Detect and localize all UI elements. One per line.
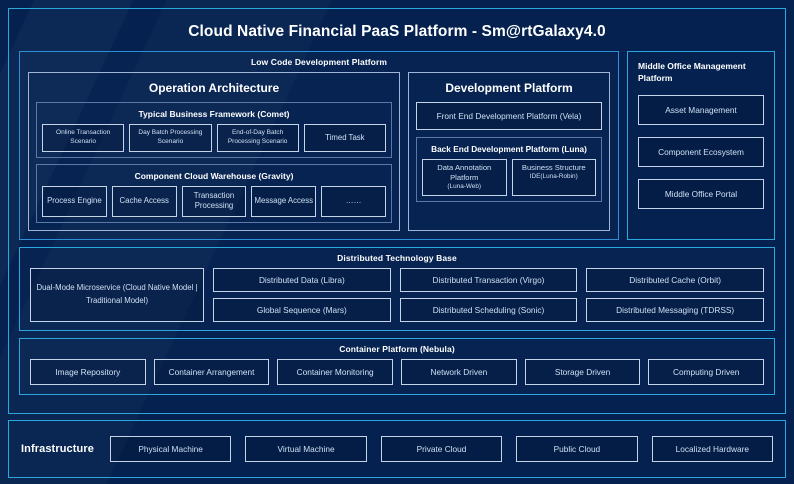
operation-architecture-title: Operation Architecture [148,81,280,95]
distributed-technology-base-header: Distributed Technology Base [337,252,457,263]
typical-business-framework-row: Online Transaction Scenario Day Batch Pr… [42,124,386,152]
front-end-development-platform[interactable]: Front End Development Platform (Vela) [416,102,602,130]
container-platform-header: Container Platform (Nebula) [339,343,455,354]
chip-business-structure-sub: IDE(Luna-Robin) [529,172,578,180]
low-code-platform-header: Low Code Development Platform [250,57,388,67]
cell-storage-driven[interactable]: Storage Driven [524,358,641,385]
infrastructure-item-list: Physical Machine Virtual Machine Private… [109,436,774,462]
distributed-technology-base-body: Dual-Mode Microservice (Cloud Native Mod… [20,267,774,330]
cell-private-cloud[interactable]: Private Cloud [380,436,503,462]
back-end-development-platform-title: Back End Development Platform (Luna) [431,144,587,154]
development-platform-title: Development Platform [445,81,573,95]
cell-distributed-messaging[interactable]: Distributed Messaging (TDRSS) [586,297,765,322]
tech-column-2: Distributed Transaction (Virgo) Distribu… [399,267,578,322]
middle-office-management-title: Middle Office Management Platform [638,61,746,84]
chip-cache-access[interactable]: Cache Access [111,185,177,217]
operation-architecture-panel: Operation Architecture Typical Business … [28,72,400,231]
cell-localized-hardware[interactable]: Localized Hardware [651,436,774,462]
chip-process-engine[interactable]: Process Engine [42,185,107,217]
cell-physical-machine[interactable]: Physical Machine [109,436,232,462]
distributed-technology-base-panel: Distributed Technology Base Dual-Mode Mi… [19,246,775,331]
chip-transaction-processing[interactable]: Transaction Processing [181,185,247,217]
chip-end-of-day-batch-processing-scenario[interactable]: End-of-Day Batch Processing Scenario [216,124,299,152]
middle-office-item-middle-office-portal[interactable]: Middle Office Portal [638,178,764,209]
platform-frame: Cloud Native Financial PaaS Platform - S… [8,8,786,414]
chip-online-transaction-scenario[interactable]: Online Transaction Scenario [42,124,125,152]
chip-data-annotation-platform-label: Data Annotation Platform [437,163,492,182]
cell-distributed-cache[interactable]: Distributed Cache (Orbit) [586,267,765,292]
container-platform-panel: Container Platform (Nebula) Image Reposi… [19,337,775,395]
cell-container-arrangement[interactable]: Container Arrangement [153,358,270,385]
low-code-body: Operation Architecture Typical Business … [20,72,618,239]
dual-mode-microservice-cell[interactable]: Dual-Mode Microservice (Cloud Native Mod… [30,267,204,322]
cell-global-sequence[interactable]: Global Sequence (Mars) [213,297,391,322]
chip-timed-task[interactable]: Timed Task [303,124,386,152]
chip-message-access[interactable]: Message Access [251,185,317,217]
chip-business-structure-label: Business Structure [521,163,586,172]
component-cloud-warehouse-title: Component Cloud Warehouse (Gravity) [134,170,294,181]
cell-public-cloud[interactable]: Public Cloud [516,436,638,462]
development-platform-panel: Development Platform Front End Developme… [408,72,610,231]
typical-business-framework-title: Typical Business Framework (Comet) [138,109,290,119]
typical-business-framework-group: Typical Business Framework (Comet) Onlin… [36,102,392,158]
cell-distributed-transaction[interactable]: Distributed Transaction (Virgo) [399,267,578,292]
cell-network-driven[interactable]: Network Driven [401,358,517,385]
middle-office-item-asset-management[interactable]: Asset Management [638,94,764,125]
container-platform-body: Image Repository Container Arrangement C… [20,358,774,394]
infrastructure-label: Infrastructure [21,443,94,455]
back-end-items-row: Data Annotation Platform (Luna-Web) Busi… [422,159,596,197]
cell-distributed-data[interactable]: Distributed Data (Libra) [213,267,391,292]
chip-day-batch-processing-scenario[interactable]: Day Batch Processing Scenario [129,124,212,152]
cell-virtual-machine[interactable]: Virtual Machine [245,436,367,462]
back-end-development-platform-group: Back End Development Platform (Luna) Dat… [416,137,602,203]
component-cloud-warehouse-group: Component Cloud Warehouse (Gravity) Proc… [36,163,392,223]
middle-office-management-panel: Middle Office Management Platform Asset … [627,51,775,240]
cell-container-monitoring[interactable]: Container Monitoring [277,358,394,385]
cell-computing-driven[interactable]: Computing Driven [648,358,765,385]
page-title: Cloud Native Financial PaaS Platform - S… [188,23,606,40]
middle-office-item-list: Asset Management Component Ecosystem Mid… [638,94,764,209]
tech-column-3: Distributed Cache (Orbit) Distributed Me… [586,267,765,322]
upper-row: Low Code Development Platform Operation … [19,51,775,240]
component-cloud-warehouse-row: Process Engine Cache Access Transaction … [42,185,386,217]
chip-data-annotation-platform-sub: (Luna-Web) [447,182,482,190]
chip-business-structure-ide[interactable]: Business Structure IDE(Luna-Robin) [511,159,596,197]
infrastructure-frame: Infrastructure Physical Machine Virtual … [8,420,786,478]
low-code-platform-panel: Low Code Development Platform Operation … [19,51,619,240]
tech-column-1: Distributed Data (Libra) Global Sequence… [213,267,391,322]
chip-data-annotation-platform[interactable]: Data Annotation Platform (Luna-Web) [422,159,507,197]
cell-distributed-scheduling[interactable]: Distributed Scheduling (Sonic) [399,297,578,322]
chip-more-ellipsis[interactable]: …… [321,185,386,217]
cell-image-repository[interactable]: Image Repository [30,358,146,385]
middle-office-item-component-ecosystem[interactable]: Component Ecosystem [638,136,764,167]
